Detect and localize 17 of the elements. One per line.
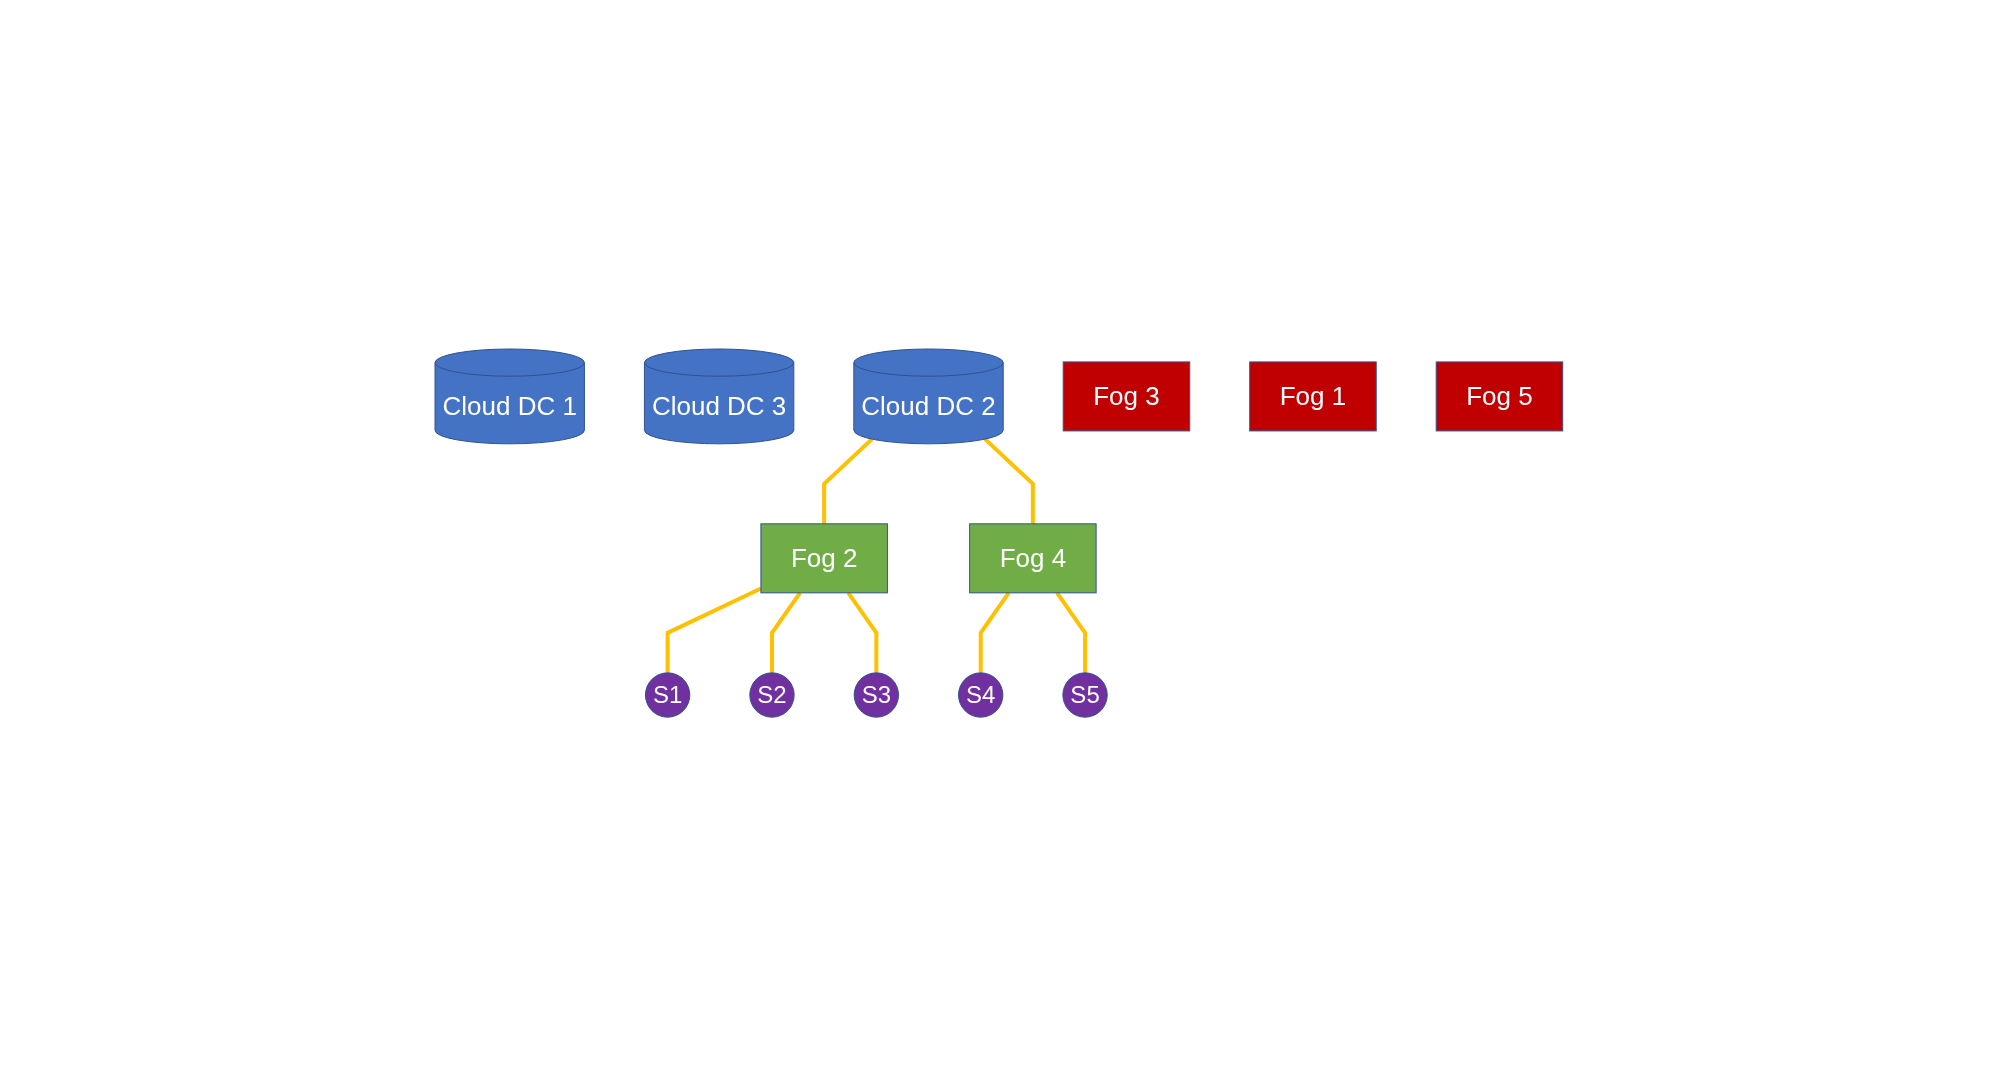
node-circle: S4 [958, 672, 1004, 719]
connector [770, 592, 802, 674]
node-box: Fog 5 [1435, 361, 1564, 432]
node-circle: S1 [645, 672, 691, 719]
connector [846, 592, 879, 674]
node-box: Fog 2 [760, 523, 889, 594]
connector [1055, 592, 1088, 674]
node-circle: S2 [749, 672, 795, 719]
node-box: Fog 1 [1249, 361, 1377, 432]
node-box: Fog 3 [1062, 361, 1191, 432]
node-box: Fog 4 [969, 523, 1097, 594]
connector [978, 592, 1011, 674]
node-circle: S3 [853, 672, 900, 719]
connector [983, 438, 1035, 525]
connector [665, 587, 762, 674]
connector [822, 438, 874, 525]
node-circle: S5 [1062, 672, 1108, 719]
